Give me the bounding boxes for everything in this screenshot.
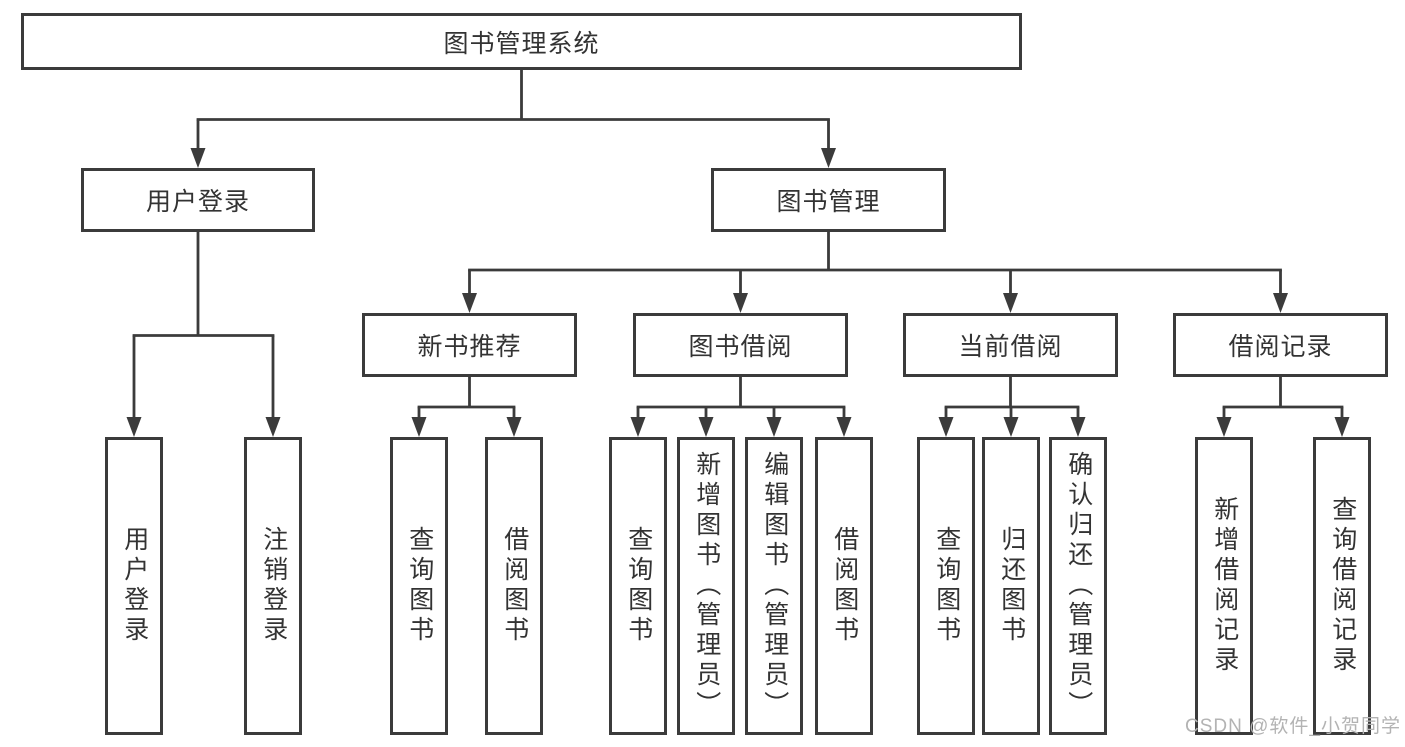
- node-label: 查询图书: [624, 526, 653, 646]
- node-label: 归还图书: [997, 526, 1026, 646]
- leaf-add-borrow-record: 新增借阅记录: [1195, 437, 1253, 735]
- leaf-borrow-books: 借阅图书: [485, 437, 543, 735]
- leaf-edit-books-admin: 编辑图书（管理员）: [745, 437, 803, 735]
- node-label: 用户登录: [120, 526, 149, 646]
- node-library-management-system: 图书管理系统: [21, 13, 1022, 70]
- csdn-watermark: CSDN @软件_小贺同学: [1185, 716, 1401, 737]
- node-label: 新增借阅记录: [1210, 496, 1239, 676]
- leaf-borrow-books: 借阅图书: [815, 437, 873, 735]
- leaf-query-books: 查询图书: [917, 437, 975, 735]
- leaf-query-books: 查询图书: [390, 437, 448, 735]
- node-label: 当前借阅: [958, 333, 1063, 361]
- leaf-query-borrow-record: 查询借阅记录: [1313, 437, 1371, 735]
- node-current-borrowing: 当前借阅: [903, 313, 1118, 377]
- node-label: 图书管理系统: [443, 29, 600, 58]
- node-label: 借阅记录: [1228, 333, 1333, 361]
- leaf-return-books: 归还图书: [982, 437, 1040, 735]
- node-user-login: 用户登录: [81, 168, 315, 232]
- leaf-add-books-admin: 新增图书（管理员）: [677, 437, 735, 735]
- node-label: 编辑图书（管理员）: [760, 451, 789, 721]
- leaf-logout: 注销登录: [244, 437, 302, 735]
- leaf-confirm-return-admin: 确认归还（管理员）: [1049, 437, 1107, 735]
- node-label: 查询图书: [405, 526, 434, 646]
- node-label: 用户登录: [145, 188, 250, 216]
- node-label: 查询图书: [932, 526, 961, 646]
- node-label: 新书推荐: [417, 333, 522, 361]
- node-label: 确认归还（管理员）: [1064, 451, 1093, 721]
- leaf-query-books: 查询图书: [609, 437, 667, 735]
- node-new-book-recommendation: 新书推荐: [362, 313, 577, 377]
- node-label: 新增图书（管理员）: [692, 451, 721, 721]
- node-label: 借阅图书: [830, 526, 859, 646]
- node-label: 借阅图书: [500, 526, 529, 646]
- node-book-borrowing: 图书借阅: [633, 313, 848, 377]
- leaf-user-login: 用户登录: [105, 437, 163, 735]
- node-label: 查询借阅记录: [1328, 496, 1357, 676]
- node-label: 图书借阅: [688, 333, 793, 361]
- node-book-management: 图书管理: [711, 168, 946, 232]
- node-borrowing-records: 借阅记录: [1173, 313, 1388, 377]
- node-label: 图书管理: [776, 188, 881, 216]
- node-label: 注销登录: [259, 526, 288, 646]
